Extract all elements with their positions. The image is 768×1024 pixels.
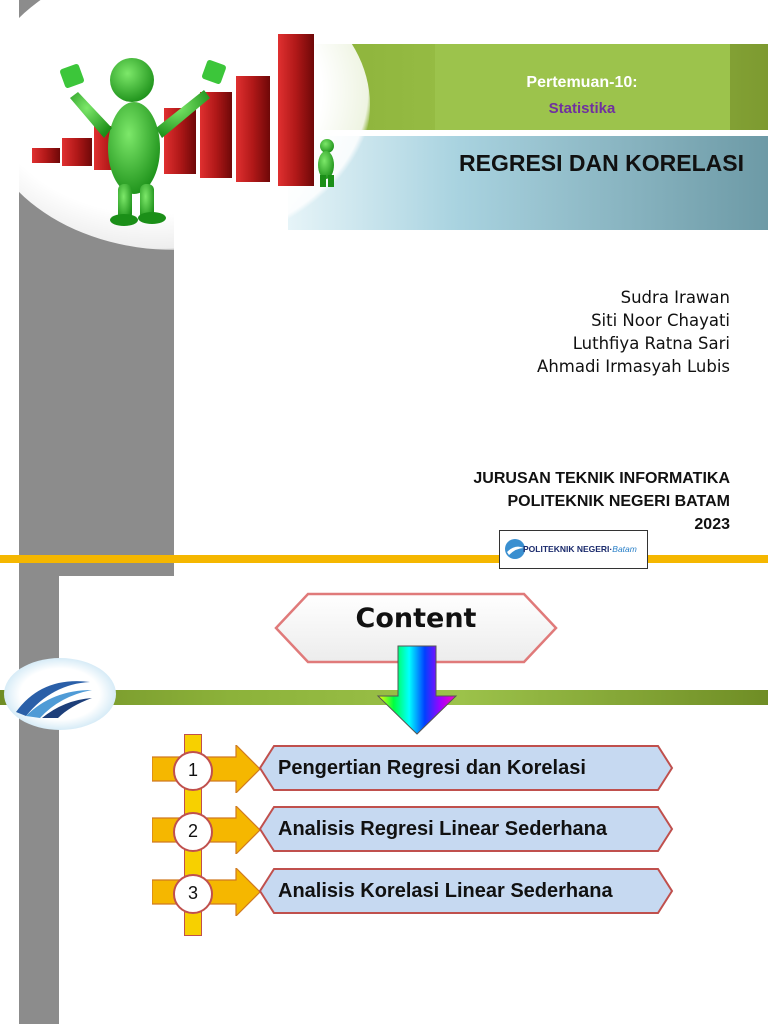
content-item-label: Analisis Korelasi Linear Sederhana: [278, 880, 613, 902]
item-number-circle: [173, 751, 213, 791]
polibatam-swoosh-icon: [16, 681, 92, 718]
content-slide: Content 1 Pengertian Regresi dan Korelas…: [0, 576, 768, 1024]
item-number: 2: [187, 821, 198, 841]
logo-wordmark: POLITEKNIK NEGERI·Batam: [523, 544, 637, 554]
rainbow-down-arrow: [376, 645, 458, 735]
department-name: JURUSAN TEKNIK INFORMATIKA: [473, 470, 730, 487]
item-number-circle: [173, 874, 213, 914]
logo-wordmark-sub: Batam: [612, 544, 637, 554]
meeting-number: Pertemuan-10:: [526, 74, 638, 91]
content-item-shape: [258, 806, 674, 852]
content-heading: Content: [355, 603, 477, 634]
institution-name: POLITEKNIK NEGERI BATAM: [507, 493, 730, 510]
title-slide: Pertemuan-10: Statistika REGRESI DAN KOR…: [0, 0, 768, 576]
content-item-label: Analisis Regresi Linear Sederhana: [278, 818, 608, 840]
item-number: 1: [187, 760, 198, 780]
logo-wordmark-main: POLITEKNIK NEGERI: [523, 544, 610, 554]
orange-divider-line: [0, 555, 768, 563]
author-name: Sudra Irawan: [620, 288, 730, 307]
polibatam-logo-oval: [4, 658, 116, 730]
blue-title-band: [288, 136, 768, 230]
left-gray-bar: [19, 576, 59, 1024]
author-name: Siti Noor Chayati: [591, 311, 730, 330]
author-name: Luthfiya Ratna Sari: [572, 334, 730, 353]
item-number-circle: [173, 812, 213, 852]
author-list: Sudra Irawan Siti Noor Chayati Luthfiya …: [380, 286, 730, 378]
bar-chart-figure-illustration: [32, 34, 334, 226]
slide-title: REGRESI DAN KORELASI: [459, 150, 744, 176]
institution-block: JURUSAN TEKNIK INFORMATIKA POLITEKNIK NE…: [380, 467, 730, 536]
polibatam-logo-icon: [505, 539, 525, 559]
year: 2023: [694, 516, 730, 533]
course-topic: Statistika: [548, 100, 616, 117]
content-item-label: Pengertian Regresi dan Korelasi: [278, 757, 586, 779]
item-number: 3: [187, 883, 198, 903]
author-name: Ahmadi Irmasyah Lubis: [537, 357, 730, 376]
green-header-box: [435, 44, 730, 130]
content-item-shape: [258, 745, 674, 791]
content-heading-shape: [274, 592, 558, 664]
content-item-shape: [258, 868, 674, 914]
